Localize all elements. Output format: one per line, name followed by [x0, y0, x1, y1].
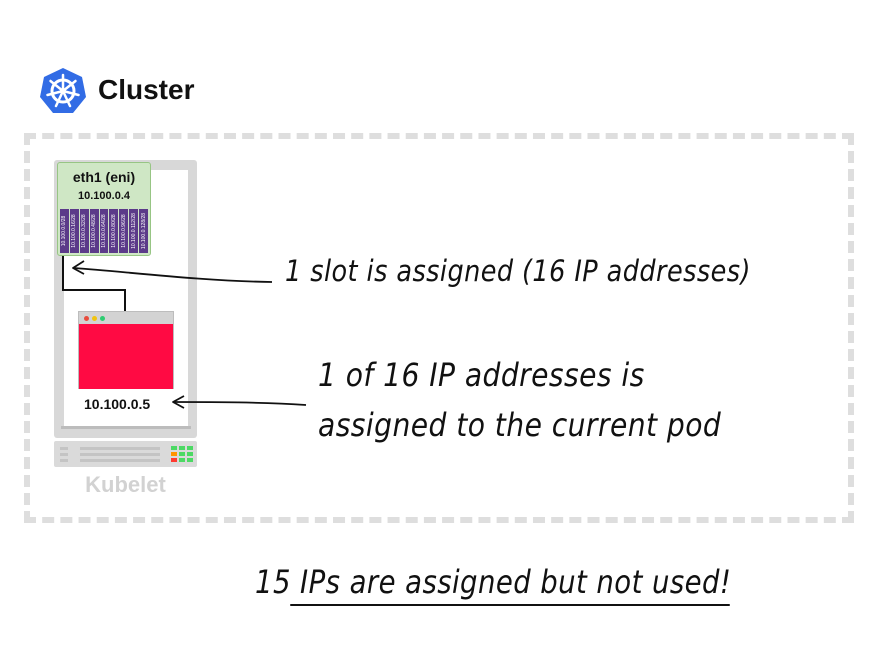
eni-pod-connector-v1 — [62, 256, 64, 291]
status-led — [179, 452, 185, 456]
kubernetes-helm-icon — [40, 68, 86, 113]
eni-slot: 10.100.0.48/28 — [89, 209, 99, 253]
kubelet-vent — [80, 447, 160, 450]
eni-slot: 10.100.0.64/28 — [99, 209, 109, 253]
pod-maximize-dot — [100, 316, 105, 321]
footer-annotation: 15 IPs are assigned but not used! — [255, 563, 732, 601]
kubelet-vent — [60, 459, 68, 462]
pod-annotation-line1: 1 of 16 IP addresses is — [318, 356, 645, 394]
eni-pod-connector-v2 — [124, 289, 126, 311]
kubelet-vent — [80, 453, 160, 456]
slot-annotation: 1 slot is assigned (16 IP addresses) — [285, 254, 751, 288]
eni-title: eth1 (eni) — [72, 169, 136, 185]
eni-slot: 10.100.0.16/28 — [69, 209, 79, 253]
pod-body — [79, 324, 173, 389]
cluster-boundary — [24, 133, 854, 523]
pod-close-dot — [84, 316, 89, 321]
kubelet-label: Kubelet — [85, 472, 166, 497]
eni-slot: 10.100.0.32/28 — [79, 209, 89, 253]
footer-underline — [290, 604, 730, 606]
eni-slot: 10.100.0.80/28 — [109, 209, 119, 253]
status-led — [179, 458, 185, 462]
eni-slot: 10.100.0.96/28 — [119, 209, 129, 253]
pod-titlebar — [79, 312, 173, 324]
status-led — [171, 458, 177, 462]
pod-window — [78, 311, 174, 389]
pod-annotation-line2: assigned to the current pod — [318, 406, 722, 444]
status-led — [179, 446, 185, 450]
kubelet-vent — [60, 447, 68, 450]
pod-arrowhead — [172, 395, 185, 409]
status-led — [187, 452, 193, 456]
pod-minimize-dot — [92, 316, 97, 321]
status-led — [187, 446, 193, 450]
eni-slot: 10.100.0.128/28 — [139, 209, 149, 253]
status-led — [171, 446, 177, 450]
eni-pod-connector-h — [62, 289, 126, 291]
status-led — [187, 458, 193, 462]
eni-slot: 10.100.0.112/28 — [129, 209, 139, 253]
eni-ip: 10.100.0.4 — [78, 190, 130, 202]
node-divider — [61, 426, 191, 429]
pod-arrow — [173, 401, 307, 406]
eni-slot: 10.100.0.0/28 — [60, 209, 69, 253]
cluster-title: Cluster — [98, 74, 195, 105]
status-led — [171, 452, 177, 456]
pod-ip: 10.100.0.5 — [84, 396, 151, 412]
kubelet-vent — [80, 459, 160, 462]
slot-arrow — [73, 267, 273, 283]
kubelet-server-bar — [54, 441, 197, 467]
kubelet-vent — [60, 453, 68, 456]
slot-arrowhead — [72, 260, 85, 275]
